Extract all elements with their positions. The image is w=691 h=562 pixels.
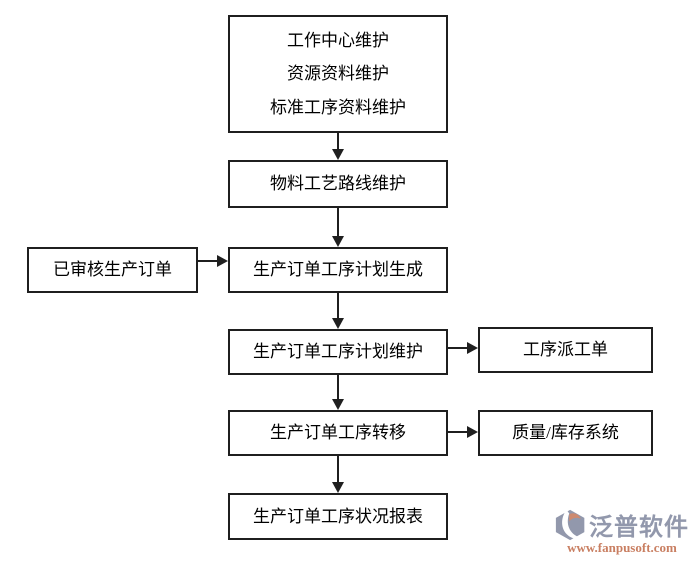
arrow-down-icon <box>332 399 344 410</box>
connector-line <box>337 133 339 149</box>
node-process-plan-generation: 生产订单工序计划生成 <box>228 247 448 293</box>
brand-row: 泛普软件 <box>555 507 689 542</box>
node-approved-production-order: 已审核生产订单 <box>27 247 198 293</box>
node-label: 工作中心维护 <box>287 31 389 51</box>
node-quality-inventory-system: 质量/库存系统 <box>478 410 653 456</box>
connector-line <box>448 347 467 349</box>
node-label: 资源资料维护 <box>287 64 389 84</box>
node-process-transfer: 生产订单工序转移 <box>228 410 448 456</box>
node-label: 工序派工单 <box>523 340 608 360</box>
node-label: 标准工序资料维护 <box>270 97 406 117</box>
arrow-down-icon <box>332 318 344 329</box>
connector-line <box>448 431 467 433</box>
connector-line <box>337 456 339 482</box>
node-process-plan-maintenance: 生产订单工序计划维护 <box>228 329 448 375</box>
node-label: 生产订单工序计划生成 <box>253 260 423 280</box>
arrow-down-icon <box>332 236 344 247</box>
arrow-down-icon <box>332 482 344 493</box>
arrow-right-icon <box>467 342 478 354</box>
arrow-right-icon <box>467 426 478 438</box>
node-label: 生产订单工序转移 <box>270 423 406 443</box>
connector-line <box>337 208 339 236</box>
node-master-data-maintenance: 工作中心维护 资源资料维护 标准工序资料维护 <box>228 15 448 133</box>
arrow-right-icon <box>217 255 228 267</box>
brand-url: www.fanpusoft.com <box>567 540 677 555</box>
brand-watermark: 泛普软件 www.fanpusoft.com <box>553 507 691 556</box>
connector-line <box>337 375 339 399</box>
node-label: 物料工艺路线维护 <box>270 174 406 194</box>
node-label: 已审核生产订单 <box>53 260 172 280</box>
connector-line <box>337 293 339 318</box>
node-process-status-report: 生产订单工序状况报表 <box>228 493 448 540</box>
node-label: 生产订单工序计划维护 <box>253 342 423 362</box>
node-process-dispatch-order: 工序派工单 <box>478 327 653 373</box>
connector-line <box>198 260 217 262</box>
node-label: 质量/库存系统 <box>512 423 619 443</box>
arrow-down-icon <box>332 149 344 160</box>
node-label: 生产订单工序状况报表 <box>253 506 423 526</box>
fanpu-logo-icon <box>555 509 587 541</box>
node-material-routing-maintenance: 物料工艺路线维护 <box>228 160 448 208</box>
brand-name: 泛普软件 <box>589 514 689 541</box>
